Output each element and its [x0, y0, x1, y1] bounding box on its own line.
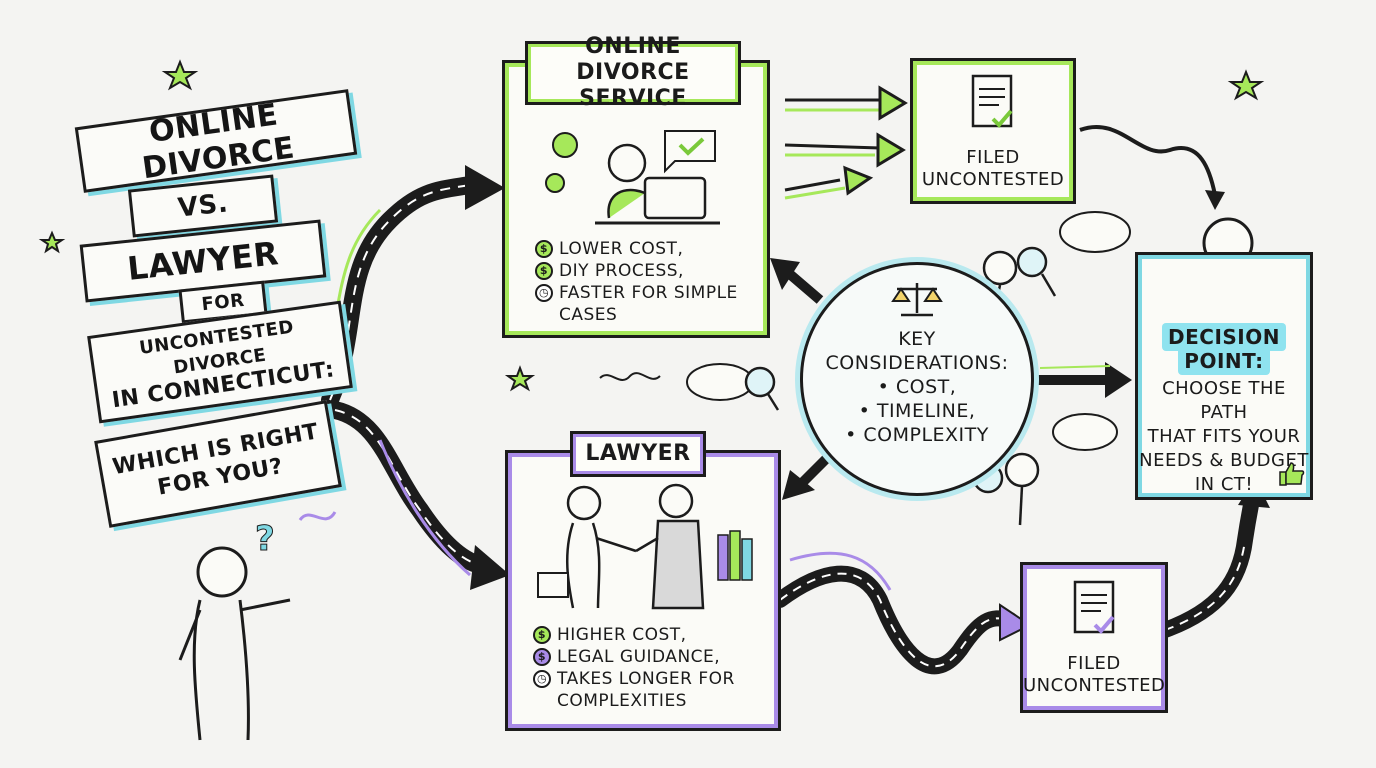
considerations-line: • TIMELINE,: [858, 400, 976, 422]
bullet-text: LOWER COST,: [559, 239, 684, 259]
arrow-to-lawyer: [782, 451, 834, 500]
squiggle-doodle: [298, 511, 337, 521]
decision-line: DECISION: [1162, 323, 1286, 351]
arrow-filed-to-decision: [1079, 124, 1225, 210]
lawyer-box: LAWYER $ HIGHER COST, $ LEGAL GUIDANCE, ◷ T…: [505, 431, 781, 731]
road-to-lawyer: [326, 401, 510, 590]
magnifier-person-icon: [744, 366, 780, 411]
thought-cloud-icon: [1052, 413, 1118, 451]
title-line: VS.: [176, 188, 230, 224]
considerations-line: KEY: [898, 328, 936, 350]
lawyer-bullet: COMPLEXITIES: [533, 691, 773, 712]
clock-icon: ◷: [535, 284, 553, 302]
dollar-icon: $: [533, 648, 551, 666]
decision-line: POINT:: [1178, 347, 1270, 375]
road-lawyer-to-filed: [772, 551, 1032, 675]
scales-icon: [891, 283, 943, 317]
filed-top-box: FILED UNCONTESTED: [910, 58, 1076, 204]
online-bullet: CASES: [535, 305, 760, 326]
filed-line: UNCONTESTED: [921, 169, 1065, 190]
thumbs-up-icon: [1279, 462, 1305, 486]
decision-text: DECISION POINT: CHOOSE THE PATH THAT FIT…: [1138, 323, 1310, 497]
key-considerations-circle: KEY CONSIDERATIONS: • COST, • TIMELINE, …: [800, 262, 1034, 496]
thought-cloud-icon: [686, 363, 754, 401]
squiggle-doodle: [599, 372, 661, 381]
arrows-to-filed-top: [784, 85, 908, 200]
bullet-text: CASES: [559, 305, 618, 325]
online-bullets: $ LOWER COST, $ DIY PROCESS, ◷ FASTER FOR S…: [535, 239, 760, 327]
online-title-line2: SERVICE: [579, 86, 687, 111]
lawyer-bullet: $ LEGAL GUIDANCE,: [533, 647, 773, 668]
decision-line: THAT FITS YOUR: [1147, 426, 1301, 447]
star-icon: [1227, 69, 1265, 101]
lawyer-bullet: ◷ TAKES LONGER FOR: [533, 669, 773, 690]
title-line: FOR: [200, 289, 246, 315]
document-check-icon: [971, 74, 1013, 128]
lawyer-bullet: $ HIGHER COST,: [533, 625, 773, 646]
online-service-box: ONLINE DIVORCE SERVICE $ LOWER COST, $ DIY…: [502, 34, 770, 338]
magnifier-person-icon: [972, 452, 1040, 526]
title-line: LAWYER: [125, 234, 281, 288]
filed-line: FILED: [966, 147, 1020, 168]
decision-line: CHOOSE THE PATH: [1162, 378, 1286, 423]
arrow-to-online: [770, 258, 824, 304]
magnifier-person-icon: [982, 246, 1057, 311]
bullet-text: LEGAL GUIDANCE,: [557, 647, 721, 667]
dollar-icon: $: [535, 262, 553, 280]
considerations-line: • COST,: [877, 376, 957, 398]
document-check-icon: [1073, 580, 1115, 634]
decision-heading: DECISION: [1138, 323, 1310, 351]
considerations-text: KEY CONSIDERATIONS: • COST, • TIMELINE, …: [803, 327, 1031, 447]
decision-line: IN CT!: [1194, 474, 1254, 495]
online-bullet: $ DIY PROCESS,: [535, 261, 760, 282]
online-bullet: ◷ FASTER FOR SIMPLE: [535, 283, 760, 304]
lawyer-title-text: LAWYER: [585, 441, 691, 466]
star-icon: [38, 230, 66, 254]
road-filed-to-decision: [1157, 478, 1270, 638]
filed-bottom-box: FILED UNCONTESTED: [1020, 562, 1168, 713]
decision-point-box: DECISION POINT: CHOOSE THE PATH THAT FIT…: [1135, 252, 1313, 500]
filed-top-label: FILED UNCONTESTED: [913, 147, 1073, 191]
clock-icon: ◷: [533, 670, 551, 688]
star-icon: [504, 365, 536, 392]
bullet-text: DIY PROCESS,: [559, 261, 684, 281]
considerations-line: CONSIDERATIONS:: [825, 352, 1009, 374]
bullet-text: COMPLEXITIES: [557, 691, 687, 711]
considerations-line: • COMPLEXITY: [845, 424, 989, 446]
star-icon: [161, 59, 199, 91]
filed-bottom-label: FILED UNCONTESTED: [1023, 653, 1165, 697]
handshake-icon: [537, 483, 753, 610]
online-service-title: ONLINE DIVORCE SERVICE: [525, 34, 741, 111]
thought-cloud-icon: [1059, 211, 1131, 253]
online-bullet: $ LOWER COST,: [535, 239, 760, 260]
thinking-person-icon: [178, 546, 291, 741]
decision-line: NEEDS & BUDGET: [1139, 450, 1309, 471]
online-title-line1: ONLINE DIVORCE: [576, 34, 690, 85]
bullet-text: TAKES LONGER FOR: [557, 669, 735, 689]
bullet-text: HIGHER COST,: [557, 625, 687, 645]
lawyer-title: LAWYER: [570, 431, 706, 477]
filed-line: FILED: [1067, 653, 1121, 674]
bullet-text: FASTER FOR SIMPLE: [559, 283, 738, 303]
filed-line: UNCONTESTED: [1023, 675, 1166, 696]
decision-heading: POINT:: [1138, 347, 1310, 375]
dollar-icon: $: [533, 626, 551, 644]
laptop-person-icon: [545, 130, 720, 225]
lawyer-bullets: $ HIGHER COST, $ LEGAL GUIDANCE, ◷ TAKES LO…: [533, 625, 773, 713]
arrow-to-decision: [1030, 362, 1132, 398]
question-mark-icon: ?: [255, 519, 275, 559]
dollar-icon: $: [535, 240, 553, 258]
